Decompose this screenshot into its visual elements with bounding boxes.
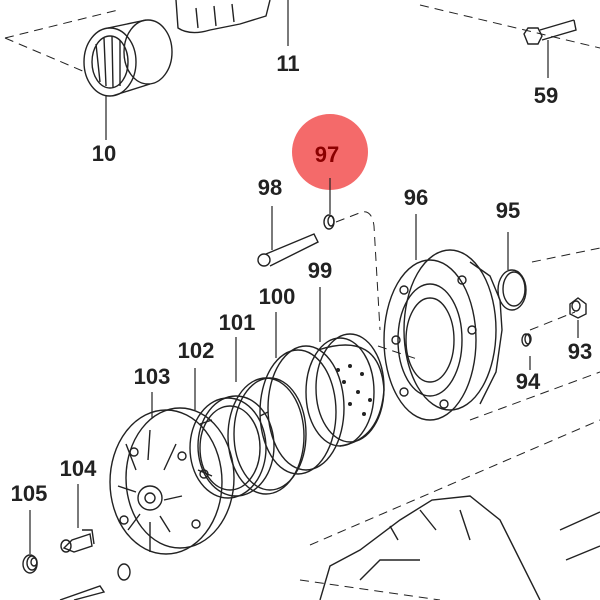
part-103-cover — [109, 407, 235, 555]
label-part-94: 94 — [515, 369, 541, 394]
label-part-101: 101 — [218, 310, 256, 335]
part-93-nut — [569, 297, 587, 319]
label-part-97[interactable]: 97 — [314, 142, 340, 167]
part-98-pin — [257, 233, 319, 267]
label-part-96: 96 — [403, 185, 429, 210]
label-part-100: 100 — [258, 284, 296, 309]
label-part-95: 95 — [495, 198, 521, 223]
label-part-103: 103 — [133, 364, 171, 389]
lower-assembly-parts — [59, 495, 600, 600]
label-part-93: 93 — [567, 339, 593, 364]
label-part-59: 59 — [533, 83, 559, 108]
label-part-98: 98 — [257, 175, 283, 200]
part-10-needle-bearing — [83, 19, 173, 97]
label-part-10: 10 — [91, 141, 117, 166]
part-102-gasket — [189, 395, 275, 499]
part-100-disc — [259, 345, 345, 475]
label-part-99: 99 — [307, 258, 333, 283]
label-part-105: 105 — [10, 481, 48, 506]
part-97-ring — [323, 214, 335, 230]
part-101-ring — [227, 377, 307, 495]
part-97-highlight-marker[interactable] — [292, 114, 368, 190]
assembly-dashed-lines — [4, 4, 600, 600]
part-11-shaft — [175, 0, 271, 34]
part-99-perforated-bowl — [305, 333, 385, 447]
part-96-housing — [383, 249, 503, 421]
label-part-102: 102 — [177, 338, 215, 363]
leader-lines — [29, 0, 579, 554]
part-105-washers — [22, 554, 38, 574]
label-part-11: 11 — [276, 51, 300, 76]
part-59-bolt — [523, 19, 577, 45]
part-95-o-ring — [497, 269, 527, 311]
label-part-104: 104 — [59, 456, 97, 481]
part-104-plunger — [60, 529, 95, 553]
part-94-ring — [521, 333, 532, 347]
